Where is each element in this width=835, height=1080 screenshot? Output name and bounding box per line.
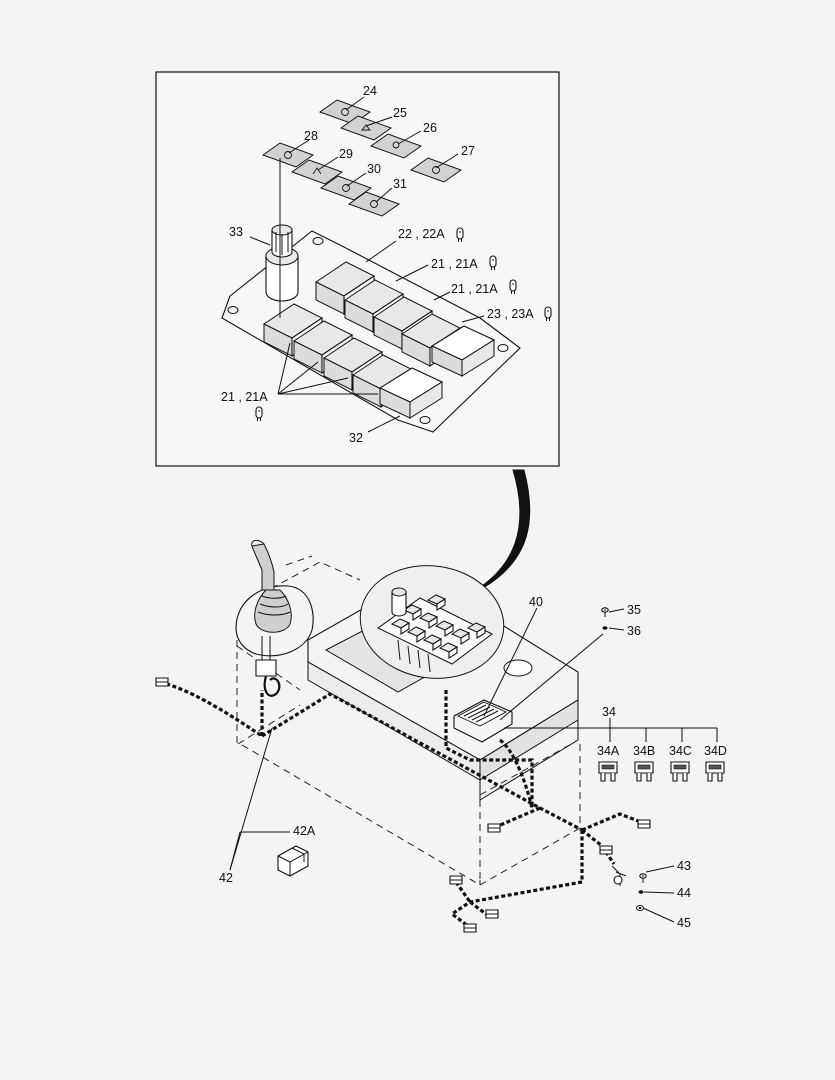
callout-45: 45 xyxy=(677,916,691,930)
console-mini-switch-panel xyxy=(377,587,493,673)
washer-36 xyxy=(602,626,608,630)
fuse-box-40 xyxy=(453,699,513,743)
callout-36: 36 xyxy=(627,624,641,638)
callout-28: 28 xyxy=(304,129,318,143)
callout-34B: 34B xyxy=(633,744,655,758)
callout-21-b: 21 , 21A xyxy=(451,282,498,296)
decal-27 xyxy=(409,157,463,183)
callout-23: 23 , 23A xyxy=(487,307,534,321)
fuse-icon-34D xyxy=(705,761,725,782)
callout-25: 25 xyxy=(393,106,407,120)
connector-42A xyxy=(277,845,309,877)
decal-26 xyxy=(369,133,423,159)
fuse-icon-34C xyxy=(670,761,690,782)
panel-screw-hole-3 xyxy=(497,344,509,352)
washer-45 xyxy=(636,905,644,911)
detail-pointer-arrow xyxy=(475,469,531,591)
callout-29: 29 xyxy=(339,147,353,161)
callout-34D: 34D xyxy=(704,744,727,758)
harness-connector-6 xyxy=(485,909,499,919)
leaders-lower xyxy=(229,607,718,923)
screw-43 xyxy=(639,873,647,884)
callout-26: 26 xyxy=(423,121,437,135)
fuse-icon-34B xyxy=(634,761,654,782)
harness-connector-1 xyxy=(155,677,169,687)
callout-21-a: 21 , 21A xyxy=(431,257,478,271)
leaders-upper xyxy=(249,96,485,433)
callout-43: 43 xyxy=(677,859,691,873)
callout-27: 27 xyxy=(461,144,475,158)
harness-connector-4 xyxy=(599,845,613,855)
fuse-icon-34A xyxy=(598,761,618,782)
joystick-icon xyxy=(235,539,314,697)
callout-21-c: 21 , 21A xyxy=(221,390,268,404)
panel-screw-hole-1 xyxy=(227,306,239,314)
decal-30 xyxy=(319,175,373,201)
callout-34C: 34C xyxy=(669,744,692,758)
rocker-switch-32 xyxy=(378,367,444,419)
rocker-switch-blank-upper xyxy=(430,325,496,377)
washer-44 xyxy=(638,890,644,894)
callout-31: 31 xyxy=(393,177,407,191)
callout-30: 30 xyxy=(367,162,381,176)
decal-31 xyxy=(347,191,401,217)
callout-40: 40 xyxy=(529,595,543,609)
decal-28 xyxy=(261,142,315,168)
ground-bolt xyxy=(611,865,627,886)
panel-screw-hole-4 xyxy=(419,416,431,424)
callout-34A: 34A xyxy=(597,744,620,758)
screw-35 xyxy=(601,607,609,618)
harness-connector-7 xyxy=(463,923,477,933)
decal-25 xyxy=(339,115,393,141)
rotary-knob-33 xyxy=(265,224,299,302)
callout-44: 44 xyxy=(677,886,691,900)
callout-35: 35 xyxy=(627,603,641,617)
callout-42A: 42A xyxy=(293,824,316,838)
callout-42: 42 xyxy=(219,871,233,885)
panel-screw-hole-2 xyxy=(312,237,324,245)
callout-22: 22 , 22A xyxy=(398,227,445,241)
callout-34: 34 xyxy=(602,705,616,719)
harness-connector-5 xyxy=(449,875,463,885)
callout-33: 33 xyxy=(229,225,243,239)
callout-32: 32 xyxy=(349,431,363,445)
decal-29 xyxy=(290,159,344,185)
harness-connector-3 xyxy=(637,819,651,829)
callout-24: 24 xyxy=(363,84,377,98)
harness-connector-2 xyxy=(487,823,501,833)
